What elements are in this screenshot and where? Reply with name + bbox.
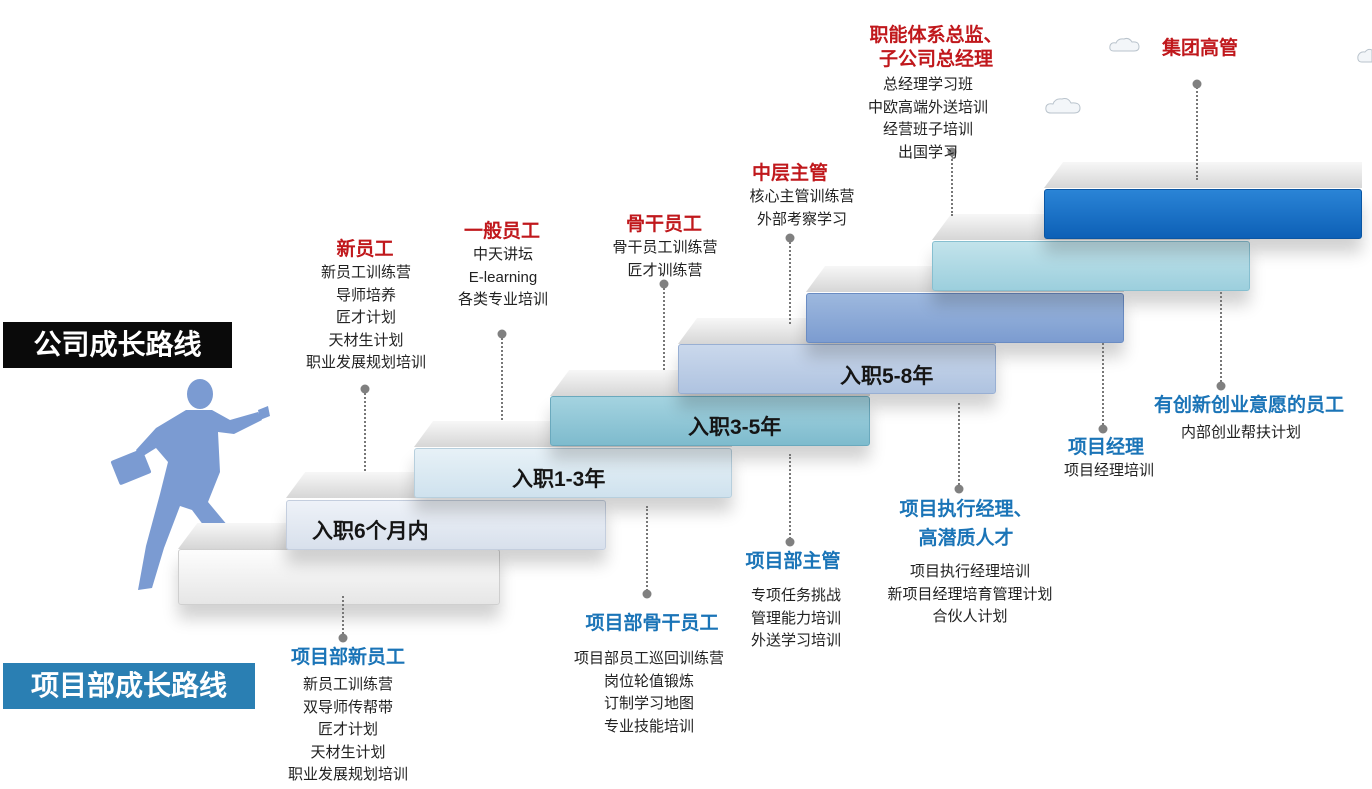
connector-dot: [785, 537, 795, 547]
connector-line: [501, 334, 503, 420]
company-route-label: 公司成长路线: [3, 322, 232, 368]
connector-dot: [497, 329, 507, 339]
project-supervisor-title: 项目部主管: [745, 551, 841, 572]
director-gm-items: 总经理学习班 中欧高端外送培训 经营班子培训 出国学习: [867, 76, 989, 161]
connector-dot: [659, 279, 669, 289]
entrepreneur-employee-title: 有创新创业意愿的员工: [1153, 395, 1345, 416]
new-employee-items: 新员工训练营 导师培养 匠才计划 天材生计划 职业发展规划培训: [305, 264, 427, 371]
step-label-5-8-years: 入职5-8年: [840, 365, 934, 388]
connector-dot: [642, 589, 652, 599]
step-riser-3: [550, 396, 870, 446]
group-executive-title: 集团高管: [1161, 38, 1239, 59]
connector-line: [364, 389, 366, 471]
general-employee-items: 中天讲坛 E-learning 各类专业培训: [457, 246, 549, 308]
step-label-3-5-years: 入职3-5年: [688, 416, 782, 439]
middle-manager-items: 核心主管训练营 外部考察学习: [749, 188, 855, 228]
project-manager-items: 项目经理培训: [1063, 462, 1155, 479]
step-tread-8: [1044, 162, 1362, 188]
cloud-icon: [1045, 98, 1081, 114]
director-gm-title: 职能体系总监、 子公司总经理: [869, 25, 1003, 70]
step-riser-5: [806, 293, 1124, 343]
connector-dot: [1192, 79, 1202, 89]
project-manager-title: 项目经理: [1067, 437, 1145, 458]
middle-manager-title: 中层主管: [751, 163, 829, 184]
project-exec-manager-title: 项目执行经理、 高潜质人才: [899, 499, 1033, 549]
new-employee-title: 新员工: [336, 239, 394, 260]
step-riser-1: [286, 500, 606, 550]
step-riser-7: [1044, 189, 1362, 239]
connector-line: [1196, 84, 1198, 180]
connector-line: [646, 506, 648, 594]
project-exec-manager-items: 项目执行经理培训 新项目经理培育管理计划 合伙人计划: [887, 563, 1053, 625]
entrepreneur-employee-items: 内部创业帮扶计划: [1180, 424, 1302, 441]
step-label-6-months: 入职6个月内: [312, 520, 429, 543]
connector-line: [789, 454, 791, 542]
connector-dot: [338, 633, 348, 643]
connector-dot: [785, 233, 795, 243]
project-new-employee-title: 项目部新员工: [290, 647, 406, 668]
connector-line: [951, 152, 953, 216]
key-employee-title: 骨干员工: [625, 214, 703, 235]
connector-dot: [1216, 381, 1226, 391]
key-employee-items: 骨干员工训练营 匠才训练营: [612, 239, 718, 279]
cloud-icon: [1357, 48, 1372, 63]
step-riser-4: [678, 344, 996, 394]
connector-dot: [1098, 424, 1108, 434]
connector-dot: [947, 147, 957, 157]
general-employee-title: 一般员工: [463, 221, 541, 242]
connector-line: [342, 596, 344, 638]
connector-line: [1220, 292, 1222, 386]
connector-line: [663, 284, 665, 370]
step-riser-6: [932, 241, 1250, 291]
project-route-label: 项目部成长路线: [3, 663, 255, 709]
step-label-1-3-years: 入职1-3年: [512, 468, 606, 491]
connector-line: [958, 403, 960, 489]
connector-dot: [360, 384, 370, 394]
step-base: [178, 549, 500, 605]
cloud-icon: [1109, 37, 1140, 52]
connector-line: [1102, 343, 1104, 429]
project-new-employee-items: 新员工训练营 双导师传帮带 匠才计划 天材生计划 职业发展规划培训: [287, 676, 409, 783]
connector-dot: [954, 484, 964, 494]
step-riser-2: [414, 448, 732, 498]
running-man-icon: [110, 379, 270, 590]
project-key-employee-title: 项目部骨干员工: [585, 613, 719, 634]
project-supervisor-items: 专项任务挑战 管理能力培训 外送学习培训: [750, 587, 842, 649]
project-key-employee-items: 项目部员工巡回训练营 岗位轮值锻炼 订制学习地图 专业技能培训: [573, 650, 725, 735]
connector-line: [789, 238, 791, 324]
